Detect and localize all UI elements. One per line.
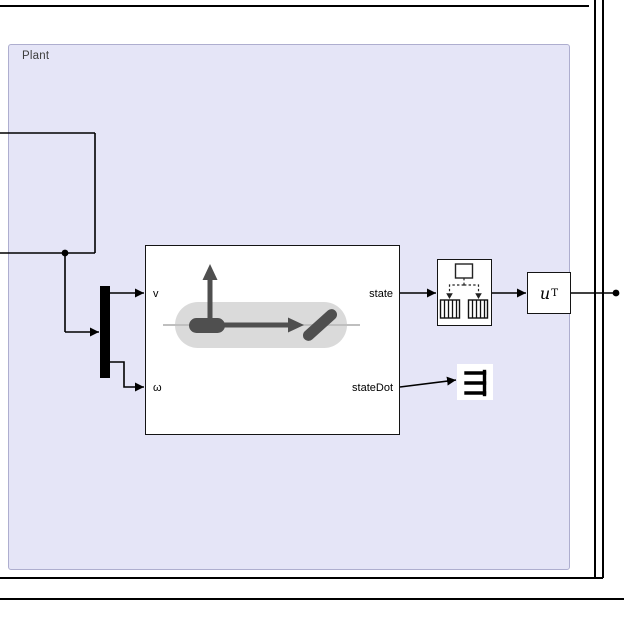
out-bus-element-icon [464,369,487,397]
outer-frame-lines [0,0,624,600]
port-label-omega: ω [153,382,162,394]
out-bus-element-block[interactable] [457,364,493,400]
cart-pole-graphic-icon [163,264,360,348]
statedot-wire[interactable] [399,376,457,388]
plant-area-label: Plant [22,50,50,62]
transpose-superscript-label: T [551,287,559,299]
signal-routing-block[interactable] [437,259,492,326]
transpose-output-wire[interactable] [571,289,620,297]
transpose-base-label: u [539,283,551,303]
pendulum-plant-block[interactable]: v ω state stateDot [145,245,400,435]
port-label-state: state [369,288,393,300]
junction-dot [61,249,69,257]
demux-output-wires[interactable] [110,288,144,392]
junction-dot [612,289,620,297]
port-label-v: v [153,288,159,300]
signal-split-icon [439,263,489,319]
port-label-statedot: stateDot [352,382,393,394]
demux-block[interactable] [100,286,110,378]
source-branch-wire[interactable] [0,132,99,337]
